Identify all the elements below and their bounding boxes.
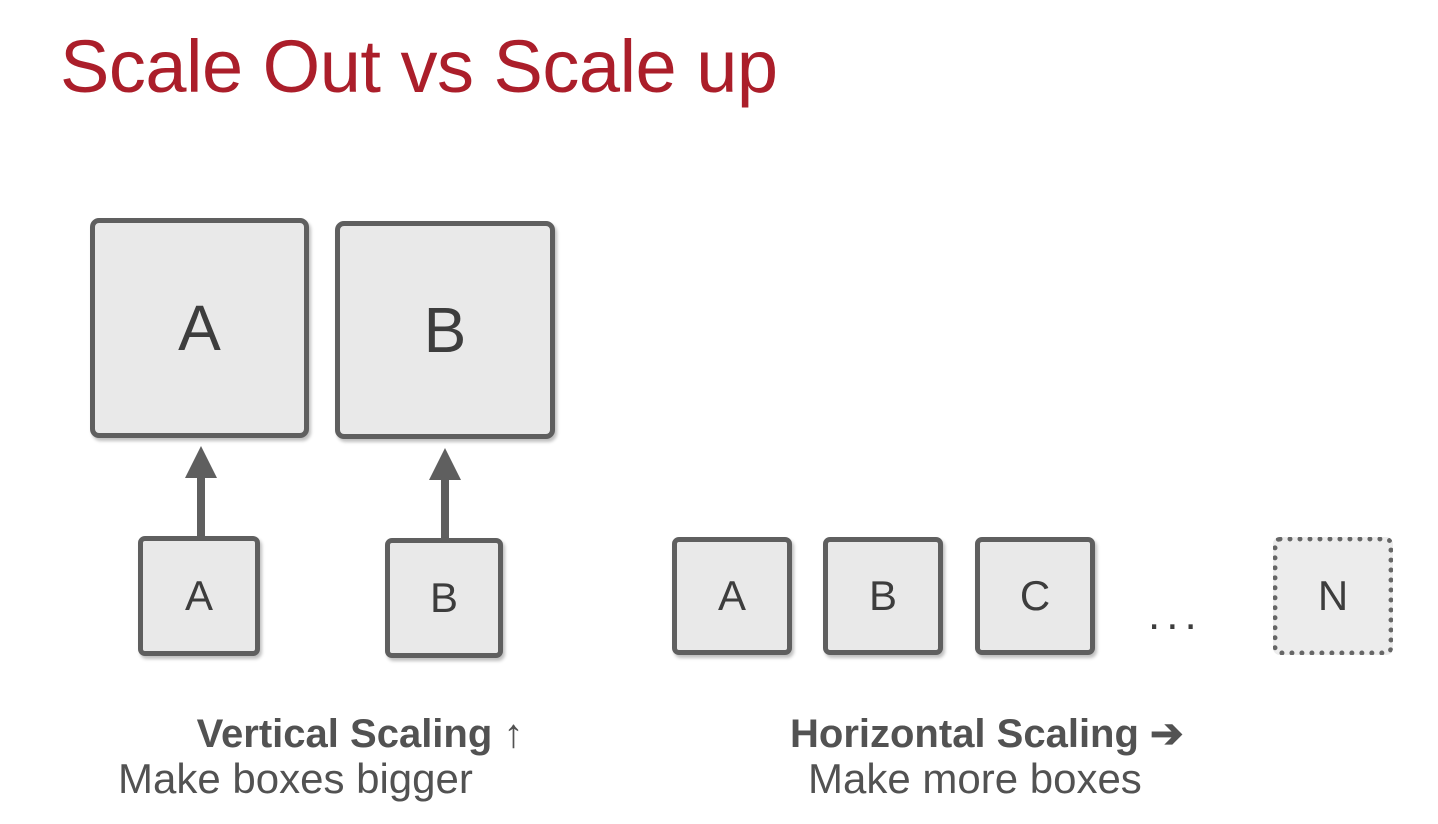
box-b: B [823, 537, 943, 655]
box-a: A [672, 537, 792, 655]
small-box-a: A [138, 536, 260, 656]
horizontal-caption: Horizontal Scaling ➔ Make more boxes [780, 712, 1300, 802]
box-label: B [429, 574, 458, 621]
ellipsis: ... [1148, 590, 1203, 639]
arrow-up-icon [185, 446, 217, 540]
arrow-up-icon [429, 448, 461, 542]
vertical-caption: Vertical Scaling ↑ Make boxes bigger [110, 712, 580, 802]
box-label: A [178, 292, 221, 364]
vertical-description: Make boxes bigger [118, 755, 473, 802]
box-label: A [184, 572, 213, 619]
big-box-b: B [335, 221, 555, 439]
horizontal-heading: Horizontal Scaling ➔ [790, 712, 1184, 756]
vertical-heading: Vertical Scaling ↑ [196, 712, 524, 756]
small-box-b: B [385, 538, 503, 658]
box-label: N [1317, 572, 1349, 619]
box-label: B [423, 294, 467, 366]
box-n-placeholder: N [1273, 537, 1393, 655]
horizontal-description: Make more boxes [808, 755, 1142, 802]
box-label: C [1019, 572, 1051, 619]
box-label: B [868, 572, 897, 619]
big-box-a: A [90, 218, 309, 438]
box-c: C [975, 537, 1095, 655]
box-label: A [717, 572, 746, 619]
slide-title: Scale Out vs Scale up [60, 25, 778, 108]
